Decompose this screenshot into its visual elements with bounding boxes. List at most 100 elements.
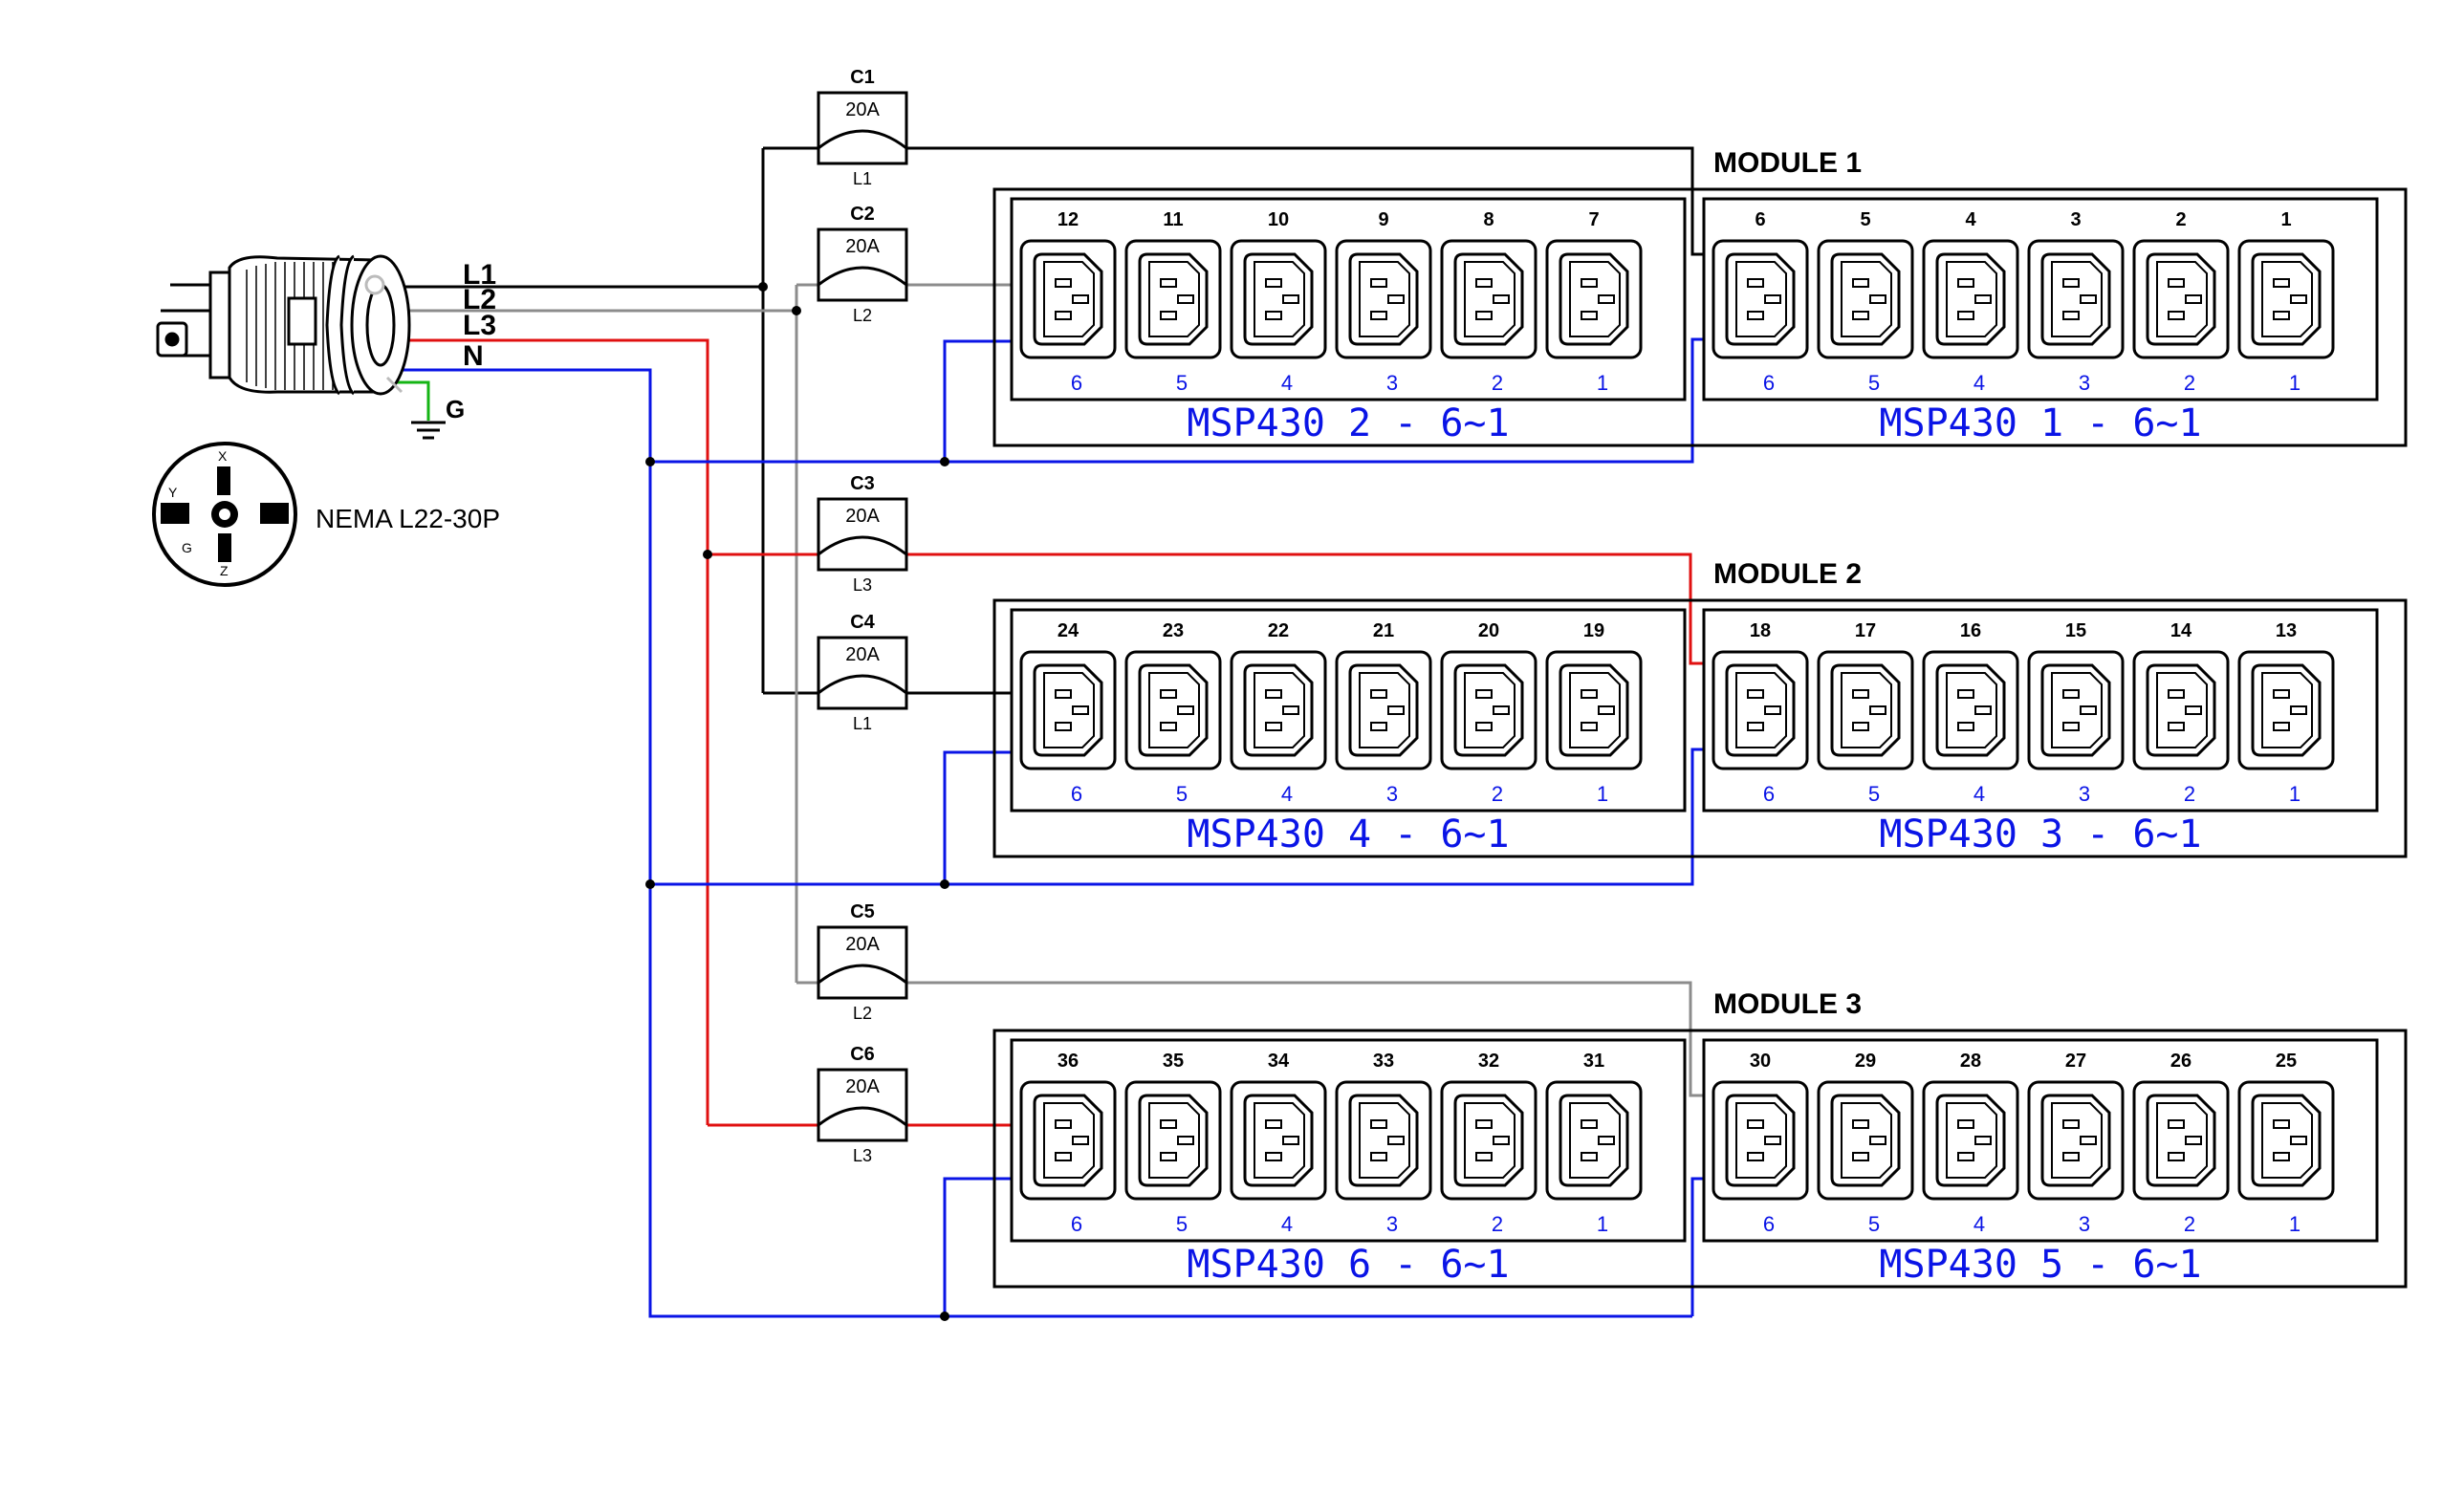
outlet-socket <box>1453 663 1524 757</box>
outlet-number: 10 <box>1268 209 1289 230</box>
outlet-pin <box>1370 311 1387 320</box>
outlet-pin <box>1160 1152 1177 1161</box>
c13-outlet-icon <box>1335 650 1432 770</box>
outlet-socket <box>1348 663 1419 757</box>
outlet-socket-inner <box>1254 672 1305 748</box>
c13-outlet-icon <box>2132 1080 2230 1201</box>
outlet-pin <box>1747 722 1764 731</box>
outlet-socket-inner <box>1569 261 1621 337</box>
outlet-pin <box>1852 1119 1869 1129</box>
outlet-pin <box>2185 705 2202 715</box>
c13-outlet-icon <box>1440 1080 1537 1201</box>
port-number: 2 <box>2184 782 2195 806</box>
c13-outlet-icon <box>1712 239 1809 359</box>
outlet-pin <box>1493 1136 1510 1145</box>
outlet-socket-inner <box>1735 672 1787 748</box>
outlet-pin <box>1370 689 1387 699</box>
outlet-number: 21 <box>1373 620 1394 641</box>
port-number: 5 <box>1176 1212 1188 1236</box>
outlet-pin <box>1581 1152 1598 1161</box>
wire-ground <box>392 380 430 421</box>
unit-name: MSP430 3 - 6~1 <box>1879 813 2201 856</box>
outlet-socket-inner <box>2051 672 2103 748</box>
outlet-socket <box>1559 663 1629 757</box>
outlet-pin <box>2062 722 2080 731</box>
port-number: 3 <box>1386 1212 1398 1236</box>
outlet-pin <box>1581 689 1598 699</box>
breaker-arc <box>818 535 907 556</box>
junction-dot <box>645 457 655 466</box>
module-outer-frame <box>992 1029 2408 1289</box>
outlet-pin <box>1475 278 1493 288</box>
outlet-number: 20 <box>1478 620 1499 641</box>
outlet-pin <box>2273 722 2290 731</box>
breaker-box <box>817 497 908 572</box>
c13-outlet-icon <box>1817 239 1914 359</box>
outlet-socket <box>1033 252 1103 346</box>
outlet-number: 14 <box>2170 620 2192 641</box>
c13-outlet-icon <box>1440 650 1537 770</box>
breaker-box <box>817 636 908 710</box>
outlet-pin <box>1265 278 1282 288</box>
outlet-socket-inner <box>1946 261 1997 337</box>
outlet-pin <box>1598 705 1615 715</box>
outlet-pin <box>2273 278 2290 288</box>
outlet-socket-inner <box>1841 672 1892 748</box>
outlet-pin <box>1387 294 1405 304</box>
outlet-pin <box>1055 278 1072 288</box>
outlet-pin <box>1581 311 1598 320</box>
breaker-arc <box>818 129 907 150</box>
c13-outlet-icon <box>1712 1080 1809 1201</box>
outlet-pin <box>1747 311 1764 320</box>
outlet-pin <box>2080 1136 2097 1145</box>
port-number: 5 <box>1868 371 1880 395</box>
outlet-socket <box>1725 1094 1796 1187</box>
outlet-socket <box>1935 663 2006 757</box>
outlet-number: 5 <box>1860 209 1870 230</box>
outlet-socket-inner <box>1946 1102 1997 1179</box>
module-title: MODULE 2 <box>1713 558 1862 590</box>
outlet-socket-inner <box>1464 1102 1515 1179</box>
c13-outlet-icon <box>2132 239 2230 359</box>
unit-name: MSP430 6 - 6~1 <box>1187 1243 1509 1287</box>
outlet-pin <box>1581 722 1598 731</box>
junction-dot <box>758 282 768 292</box>
outlet-socket <box>1725 252 1796 346</box>
outlet-number: 19 <box>1583 620 1604 641</box>
outlet-pin <box>1764 705 1781 715</box>
face-letter-y: Y <box>168 485 178 500</box>
outlet-pin <box>2062 689 2080 699</box>
outlet-pin <box>1055 311 1072 320</box>
outlet-pin <box>1475 722 1493 731</box>
outlet-pin <box>1747 278 1764 288</box>
outlet-pin <box>1177 705 1194 715</box>
breaker-line: L1 <box>853 169 872 188</box>
outlet-number: 29 <box>1855 1051 1876 1072</box>
outlet-number: 11 <box>1163 209 1183 230</box>
breaker-box <box>817 925 908 1000</box>
outlet-socket-inner <box>1148 1102 1200 1179</box>
outlet-pin <box>1869 294 1886 304</box>
outlet-socket <box>2040 252 2111 346</box>
c13-outlet-icon <box>2237 650 2335 770</box>
outlet-pin <box>1282 1136 1299 1145</box>
outlet-pin <box>1370 1119 1387 1129</box>
outlet-pin <box>1072 1136 1089 1145</box>
outlet-socket <box>1138 252 1209 346</box>
outlet-socket <box>1138 663 1209 757</box>
outlet-pin <box>2168 1152 2185 1161</box>
port-number: 2 <box>1492 371 1503 395</box>
outlet-pin <box>1370 1152 1387 1161</box>
breaker-rating: 20A <box>845 1076 880 1097</box>
port-number: 1 <box>2289 1212 2300 1236</box>
outlet-pin <box>1493 705 1510 715</box>
outlet-pin <box>2062 278 2080 288</box>
outlet-pin <box>1055 1119 1072 1129</box>
outlet-pin <box>1957 1119 1974 1129</box>
outlet-socket <box>2146 1094 2216 1187</box>
outlet-number: 12 <box>1058 209 1079 230</box>
